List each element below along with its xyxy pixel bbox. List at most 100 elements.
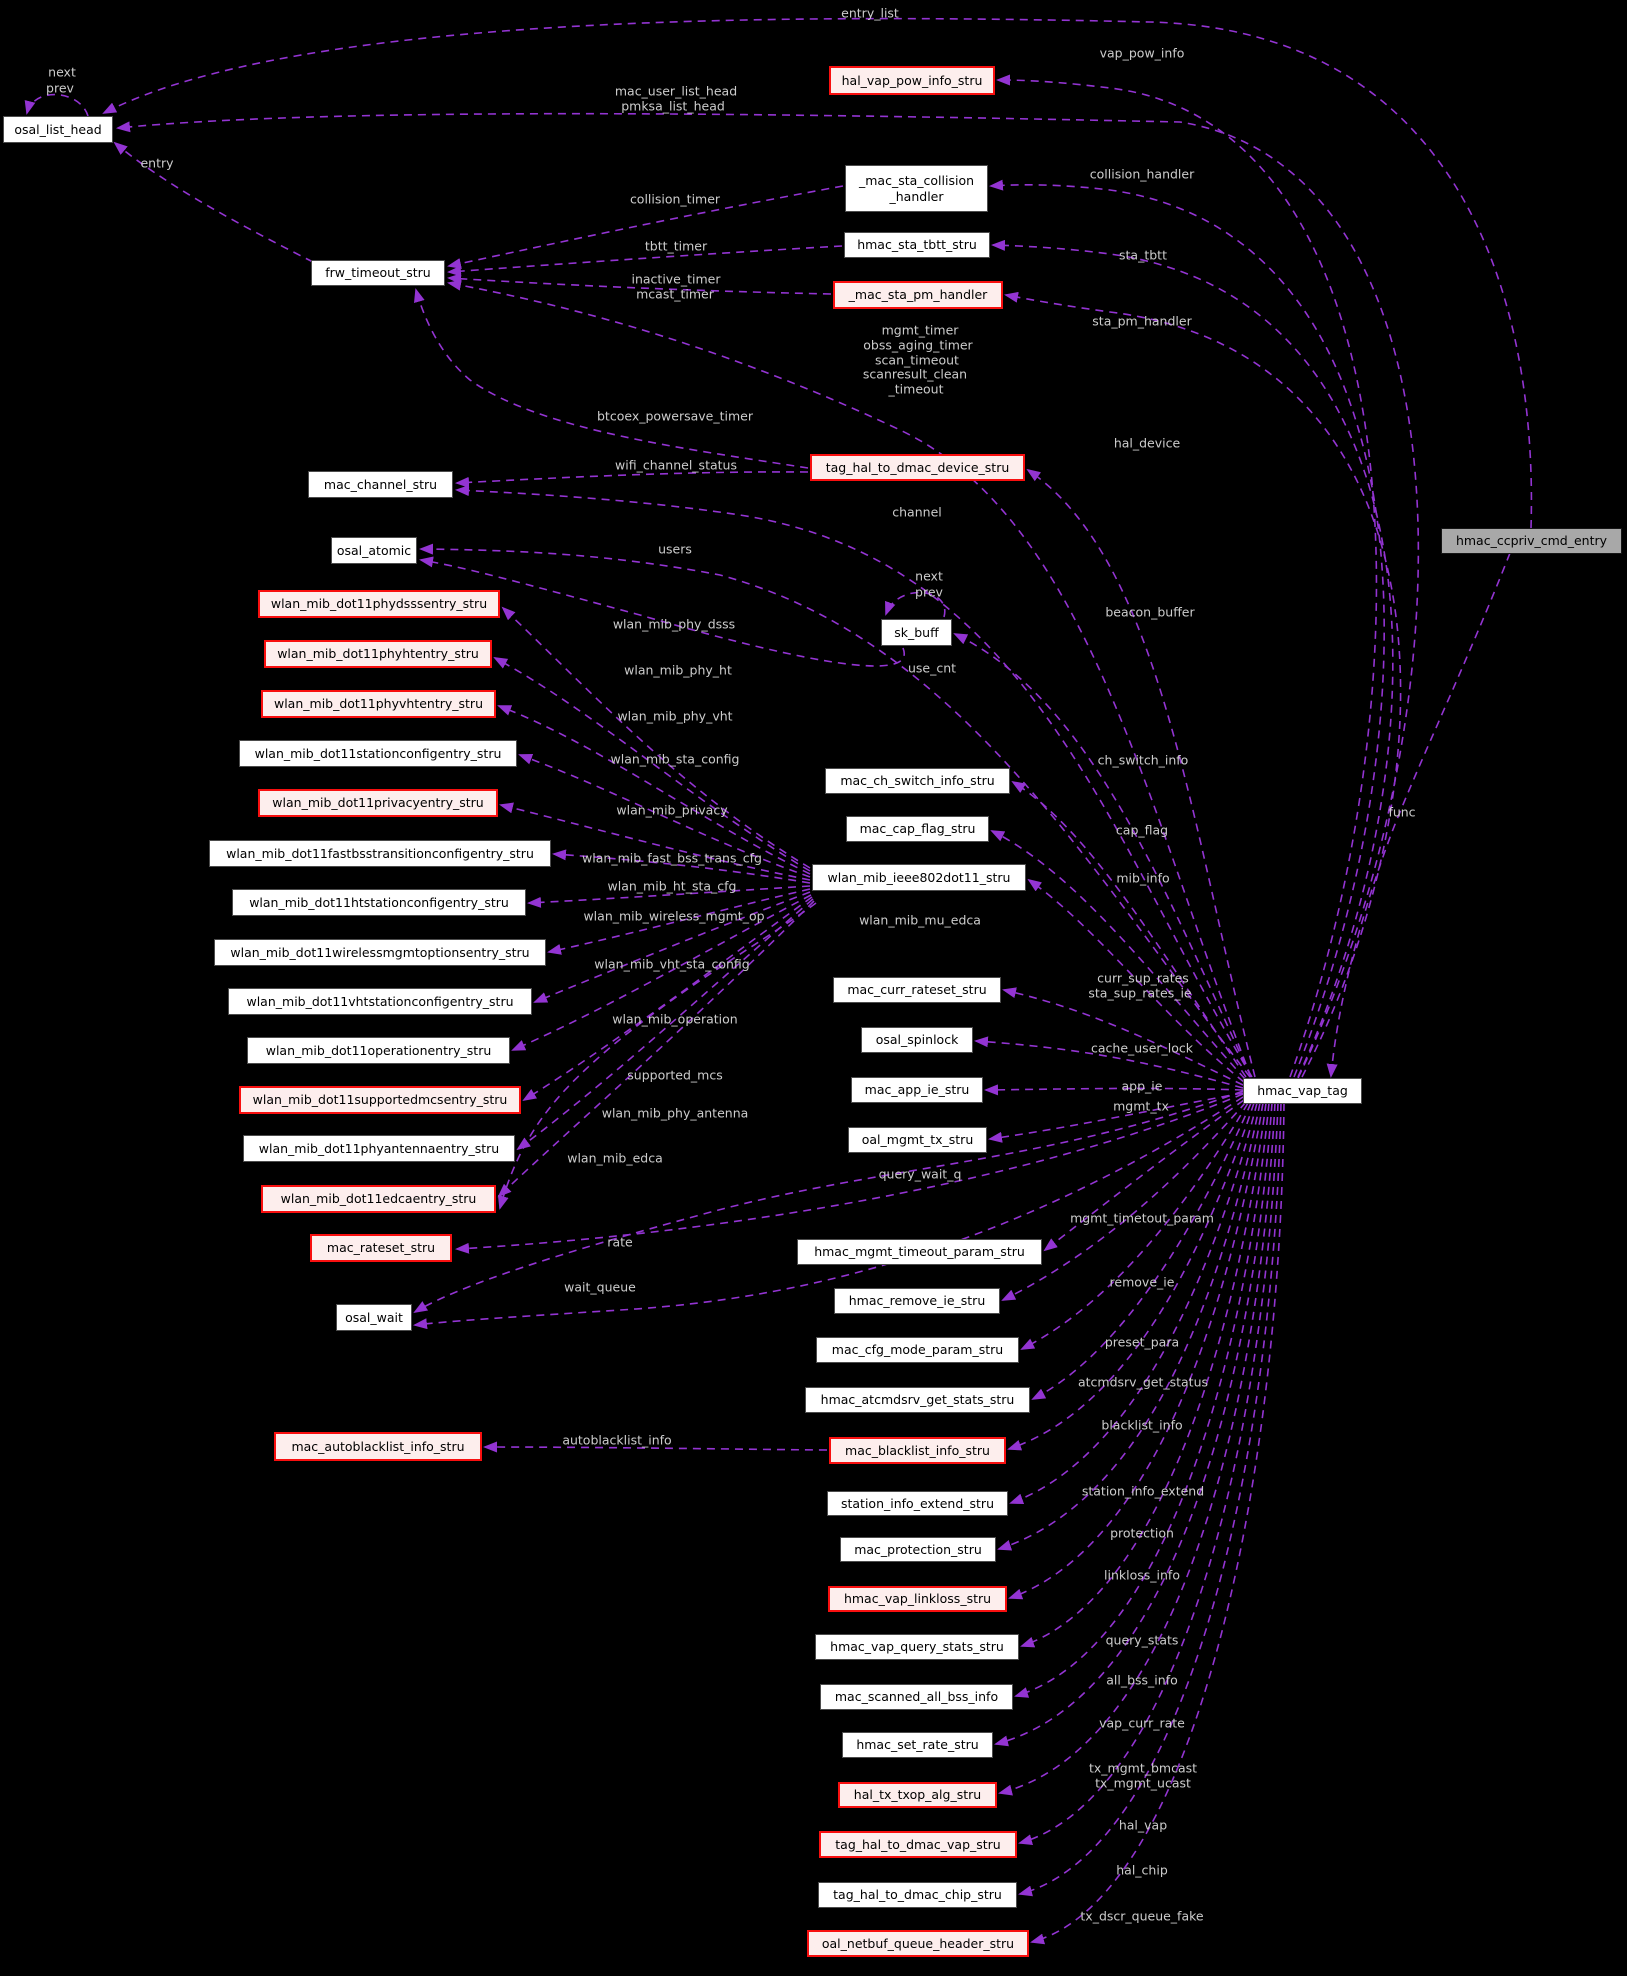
edge-label-wlan_mib_vht_sta_config: wlan_mib_vht_sta_config xyxy=(594,956,750,972)
edge-label-hal_chip: hal_chip xyxy=(1116,1862,1168,1878)
node-hmac_vap_linkloss_stru[interactable]: hmac_vap_linkloss_stru xyxy=(828,1586,1007,1612)
edge-label-tbtt_timer: tbtt_timer xyxy=(644,238,708,254)
node-tag_hal_to_dmac_vap_stru[interactable]: tag_hal_to_dmac_vap_stru xyxy=(819,1831,1017,1858)
edge-label-rate: rate xyxy=(607,1234,633,1250)
node-hmac_vap_tag[interactable]: hmac_vap_tag xyxy=(1243,1078,1362,1104)
edge-label-entry_list: entry_list xyxy=(841,5,899,21)
node-mac_channel_stru[interactable]: mac_channel_stru xyxy=(308,471,453,498)
node-tag_hal_to_dmac_chip_stru[interactable]: tag_hal_to_dmac_chip_stru xyxy=(818,1882,1017,1908)
node-label: frw_timeout_stru xyxy=(325,265,431,281)
node-hmac_mgmt_timeout_param_stru[interactable]: hmac_mgmt_timeout_param_stru xyxy=(797,1239,1042,1265)
node-wlan_mib_dot11edcaentry_stru[interactable]: wlan_mib_dot11edcaentry_stru xyxy=(261,1185,496,1213)
node-station_info_extend_stru[interactable]: station_info_extend_stru xyxy=(827,1491,1008,1516)
node-mac_autoblacklist_info_stru[interactable]: mac_autoblacklist_info_stru xyxy=(274,1432,482,1461)
node-label: wlan_mib_dot11supportedmcsentry_stru xyxy=(252,1092,508,1108)
edge-label-entry: entry xyxy=(140,155,174,171)
node-mac_scanned_all_bss_info[interactable]: mac_scanned_all_bss_info xyxy=(820,1684,1013,1710)
node-mac_app_ie_stru[interactable]: mac_app_ie_stru xyxy=(851,1077,983,1103)
edge-label-mgmt_timetout_param: mgmt_timetout_param xyxy=(1070,1210,1214,1226)
node-wlan_mib_dot11stationconfigentry_stru[interactable]: wlan_mib_dot11stationconfigentry_stru xyxy=(239,740,517,767)
node-wlan_mib_dot11privacyentry_stru[interactable]: wlan_mib_dot11privacyentry_stru xyxy=(258,789,498,817)
node-label: mac_cfg_mode_param_stru xyxy=(831,1342,1004,1358)
node-label: mac_blacklist_info_stru xyxy=(845,1442,990,1458)
edge-label-wlan_mib_phy_dsss: wlan_mib_phy_dsss xyxy=(612,616,736,632)
node-wlan_mib_dot11vhtstationconfigentry_stru[interactable]: wlan_mib_dot11vhtstationconfigentry_stru xyxy=(228,988,532,1015)
edge-label-wlan_mib_sta_config: wlan_mib_sta_config xyxy=(610,751,740,767)
node-hal_tx_txop_alg_stru[interactable]: hal_tx_txop_alg_stru xyxy=(838,1782,997,1808)
node-osal_wait[interactable]: osal_wait xyxy=(336,1304,412,1331)
node-label: wlan_mib_dot11vhtstationconfigentry_stru xyxy=(246,993,514,1009)
node-sk_buff[interactable]: sk_buff xyxy=(881,619,952,646)
node-label: hmac_vap_tag xyxy=(1257,1083,1348,1099)
node-oal_netbuf_queue_header_stru[interactable]: oal_netbuf_queue_header_stru xyxy=(807,1930,1029,1957)
node-wlan_mib_dot11supportedmcsentry_stru[interactable]: wlan_mib_dot11supportedmcsentry_stru xyxy=(239,1086,521,1114)
node-osal_spinlock[interactable]: osal_spinlock xyxy=(861,1027,973,1053)
node-hmac_ccpriv_cmd_entry[interactable]: hmac_ccpriv_cmd_entry xyxy=(1441,528,1622,554)
node-tag_hal_to_dmac_device_stru[interactable]: tag_hal_to_dmac_device_stru xyxy=(810,454,1025,481)
node-frw_timeout_stru[interactable]: frw_timeout_stru xyxy=(311,260,445,286)
node-wlan_mib_dot11htstationconfigentry_stru[interactable]: wlan_mib_dot11htstationconfigentry_stru xyxy=(232,889,526,916)
node-osal_atomic[interactable]: osal_atomic xyxy=(331,537,417,564)
node-label: tag_hal_to_dmac_device_stru xyxy=(825,459,1010,475)
node-label: wlan_mib_dot11fastbsstransitionconfigent… xyxy=(226,845,534,861)
node-wlan_mib_dot11phyantennaentry_stru[interactable]: wlan_mib_dot11phyantennaentry_stru xyxy=(243,1135,515,1162)
edge-label-mib_info: mib_info xyxy=(1116,870,1170,886)
node-label: wlan_mib_dot11htstationconfigentry_stru xyxy=(249,894,509,910)
node-mac_cfg_mode_param_stru[interactable]: mac_cfg_mode_param_stru xyxy=(816,1337,1019,1363)
node-hmac_set_rate_stru[interactable]: hmac_set_rate_stru xyxy=(842,1732,993,1758)
node-label: osal_list_head xyxy=(14,121,102,137)
edge-label-sta_pm_handler: sta_pm_handler xyxy=(1092,313,1192,329)
edge-label-wlan_mib_privacy: wlan_mib_privacy xyxy=(616,802,728,818)
node-mac_rateset_stru[interactable]: mac_rateset_stru xyxy=(310,1234,452,1262)
node-mac_protection_stru[interactable]: mac_protection_stru xyxy=(840,1537,996,1562)
edge-label-protection: protection xyxy=(1110,1525,1174,1541)
edge-label-query_stats: query_stats xyxy=(1105,1632,1179,1648)
edge-label-osal-prev: prev xyxy=(46,80,74,96)
edge-label-station_info_extend: station_info_extend xyxy=(1081,1483,1205,1499)
node-hmac_vap_query_stats_stru[interactable]: hmac_vap_query_stats_stru xyxy=(815,1634,1019,1660)
node-label: _mac_sta_pm_handler xyxy=(848,287,988,303)
edge-label-func: func xyxy=(1388,804,1416,820)
node-oal_mgmt_tx_stru[interactable]: oal_mgmt_tx_stru xyxy=(848,1127,987,1153)
edge-label-app_ie: app_ie xyxy=(1121,1078,1163,1094)
node-wlan_mib_dot11operationentry_stru[interactable]: wlan_mib_dot11operationentry_stru xyxy=(247,1037,510,1064)
node-label: wlan_mib_dot11operationentry_stru xyxy=(265,1042,492,1058)
edge-label-wlan_mib_phy_ht: wlan_mib_phy_ht xyxy=(624,662,732,678)
edge-label-wlan_mib_fast_bss_trans_cfg: wlan_mib_fast_bss_trans_cfg xyxy=(582,850,762,866)
edge-label-beacon_buffer: beacon_buffer xyxy=(1105,604,1195,620)
node-label: station_info_extend_stru xyxy=(840,1495,994,1511)
edge-label-autoblacklist_info: autoblacklist_info xyxy=(562,1432,672,1448)
node-osal_list_head[interactable]: osal_list_head xyxy=(3,116,113,143)
node-_mac_sta_pm_handler[interactable]: _mac_sta_pm_handler xyxy=(833,281,1003,309)
node-wlan_mib_ieee802dot11_stru[interactable]: wlan_mib_ieee802dot11_stru xyxy=(812,864,1026,891)
node-mac_blacklist_info_stru[interactable]: mac_blacklist_info_stru xyxy=(829,1437,1006,1464)
node-wlan_mib_dot11wirelessmgmtoptionsentry_stru[interactable]: wlan_mib_dot11wirelessmgmtoptionsentry_s… xyxy=(214,939,546,966)
node-hmac_sta_tbtt_stru[interactable]: hmac_sta_tbtt_stru xyxy=(844,232,990,258)
node-hmac_remove_ie_stru[interactable]: hmac_remove_ie_stru xyxy=(834,1288,1000,1314)
node-wlan_mib_dot11phyhtentry_stru[interactable]: wlan_mib_dot11phyhtentry_stru xyxy=(264,640,492,668)
node-wlan_mib_dot11phyvhtentry_stru[interactable]: wlan_mib_dot11phyvhtentry_stru xyxy=(261,690,496,718)
node-label: mac_ch_switch_info_stru xyxy=(840,773,995,789)
node-hal_vap_pow_info_stru[interactable]: hal_vap_pow_info_stru xyxy=(829,66,995,95)
node-label: wlan_mib_dot11phyvhtentry_stru xyxy=(273,696,483,712)
edge-label-hal_vap: hal_vap xyxy=(1118,1817,1168,1833)
node-hmac_atcmdsrv_get_stats_stru[interactable]: hmac_atcmdsrv_get_stats_stru xyxy=(805,1387,1030,1413)
edge-label-atcmdsrv_get_status: atcmdsrv_get_status xyxy=(1077,1374,1209,1390)
edge-label-curr_sup_rates: curr_sup_rates xyxy=(1097,970,1189,986)
edge-label-blacklist_info: blacklist_info xyxy=(1101,1417,1183,1433)
node-_mac_sta_collision_handler[interactable]: _mac_sta_collision _handler xyxy=(845,165,988,212)
edge-label-preset_para: preset_para xyxy=(1104,1334,1180,1350)
node-mac_curr_rateset_stru[interactable]: mac_curr_rateset_stru xyxy=(833,977,1001,1003)
node-mac_ch_switch_info_stru[interactable]: mac_ch_switch_info_stru xyxy=(825,768,1010,794)
edge-label-wlan_mib_edca: wlan_mib_edca xyxy=(567,1150,663,1166)
node-label: mac_cap_flag_stru xyxy=(859,821,976,837)
edge-label-wlan_mib_wireless_mgmt_op: wlan_mib_wireless_mgmt_op xyxy=(583,908,765,924)
node-mac_cap_flag_stru[interactable]: mac_cap_flag_stru xyxy=(846,816,989,842)
edge-label-tx_mgmt_ucast: tx_mgmt_ucast xyxy=(1095,1775,1191,1791)
node-label: wlan_mib_dot11wirelessmgmtoptionsentry_s… xyxy=(230,944,530,960)
node-wlan_mib_dot11fastbsstransitionconfigentry_stru[interactable]: wlan_mib_dot11fastbsstransitionconfigent… xyxy=(209,840,551,867)
edge-label-vap_pow_info: vap_pow_info xyxy=(1099,45,1185,61)
node-wlan_mib_dot11phydsssentry_stru[interactable]: wlan_mib_dot11phydsssentry_stru xyxy=(258,590,500,618)
node-label: hmac_sta_tbtt_stru xyxy=(857,237,977,253)
